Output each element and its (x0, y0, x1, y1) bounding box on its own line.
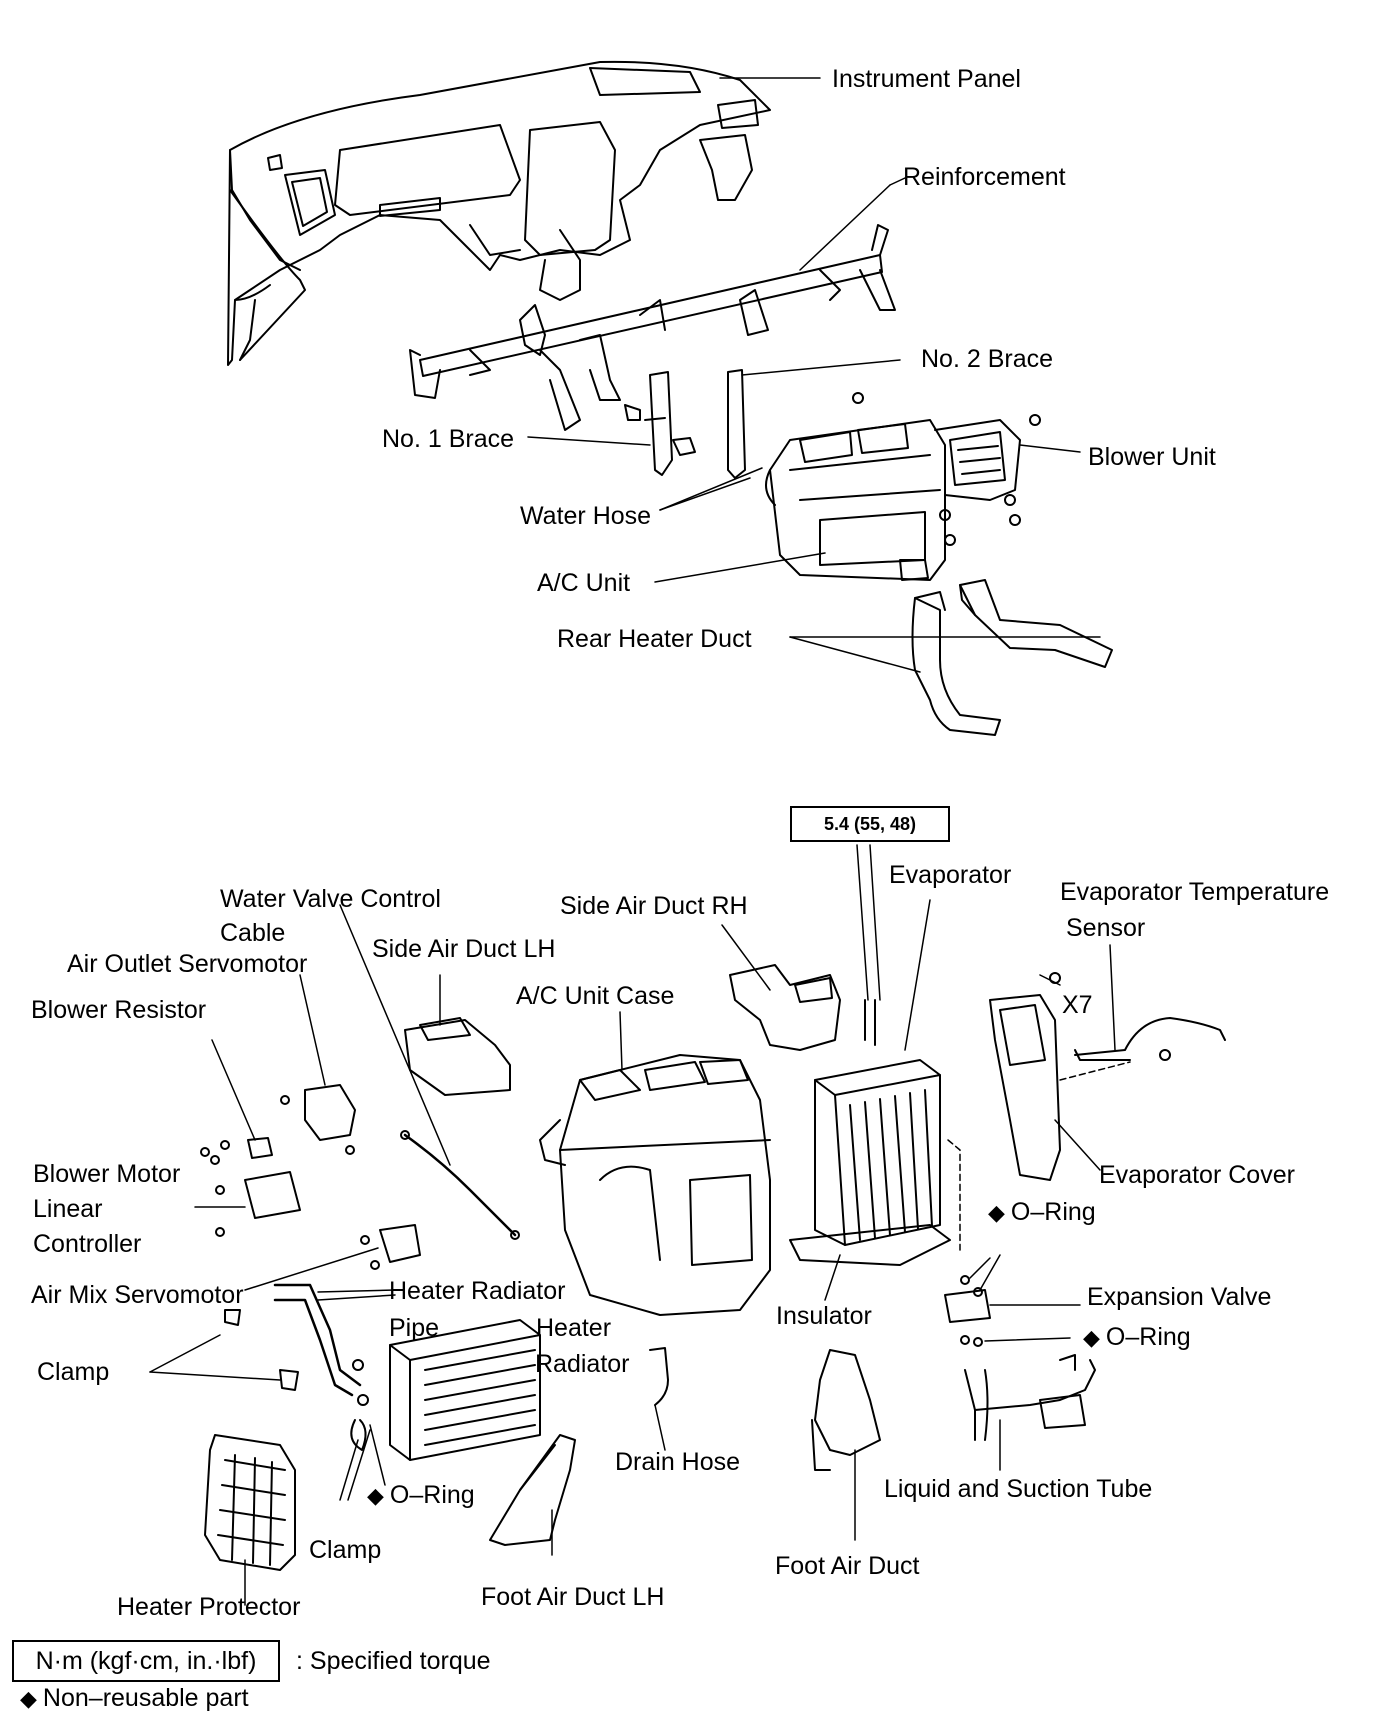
label-blower-motor-line3: Controller (33, 1230, 142, 1258)
label-insulator: Insulator (776, 1302, 872, 1330)
label-blower-motor-line1: Blower Motor (33, 1160, 181, 1188)
rear-heater-duct-drawing (789, 579, 1113, 736)
label-no1-brace: No. 1 Brace (382, 425, 515, 453)
nonreusable-diamond-icon: ◆ (367, 1483, 384, 1508)
label-drain-hose: Drain Hose (615, 1448, 741, 1476)
label-water-hose: Water Hose (520, 502, 652, 530)
brace-drawings (527, 359, 901, 479)
label-heater-radiator-pipe-line1: Heater Radiator (389, 1277, 566, 1305)
label-ac-unit: A/C Unit (537, 569, 631, 597)
label-foot-air-duct: Foot Air Duct (775, 1552, 920, 1580)
label-evap-temp-sensor-line2: Sensor (1066, 914, 1146, 942)
label-water-valve-cable-line1: Water Valve Control (220, 885, 441, 913)
label-blower-motor-line2: Linear (33, 1195, 103, 1223)
label-blower-unit: Blower Unit (1088, 443, 1216, 471)
torque-spec-box: 5.4 (55, 48) (790, 806, 950, 842)
label-air-mix-servomotor: Air Mix Servomotor (31, 1281, 244, 1309)
label-ac-unit-case: A/C Unit Case (516, 982, 675, 1010)
reinforcement-drawing (409, 177, 906, 431)
nonreusable-diamond-icon: ◆ (988, 1200, 1005, 1225)
label-side-air-duct-lh: Side Air Duct LH (372, 935, 556, 963)
label-side-air-duct-rh: Side Air Duct RH (560, 892, 748, 920)
label-heater-radiator-line2: Radiator (535, 1350, 630, 1378)
instrument-panel-drawing (227, 60, 821, 366)
label-o-ring-3: ◆O–Ring (367, 1480, 475, 1511)
label-heater-protector: Heater Protector (117, 1593, 301, 1621)
label-heater-radiator-pipe-line2: Pipe (389, 1314, 440, 1342)
label-x7: X7 (1062, 991, 1093, 1019)
legend-nonreusable: ◆Non–reusable part (20, 1683, 249, 1714)
label-liquid-suction-tube: Liquid and Suction Tube (884, 1475, 1153, 1503)
label-reinforcement: Reinforcement (903, 163, 1066, 191)
label-blower-resistor: Blower Resistor (31, 996, 207, 1024)
lower-parts-drawing (149, 844, 1226, 1606)
label-evap-temp-sensor-line1: Evaporator Temperature (1060, 878, 1330, 906)
label-evaporator-cover: Evaporator Cover (1099, 1161, 1295, 1189)
label-instrument-panel: Instrument Panel (832, 65, 1021, 93)
label-no2-brace: No. 2 Brace (921, 345, 1054, 373)
label-foot-air-duct-lh: Foot Air Duct LH (481, 1583, 665, 1611)
legend-nonreusable-text: Non–reusable part (42, 1684, 249, 1712)
label-water-valve-cable-line2: Cable (220, 919, 286, 947)
label-air-outlet-servomotor: Air Outlet Servomotor (67, 950, 308, 978)
o-ring-text: O–Ring (389, 1481, 475, 1509)
nonreusable-diamond-icon: ◆ (20, 1686, 37, 1711)
o-ring-text: O–Ring (1105, 1323, 1191, 1351)
o-ring-text: O–Ring (1010, 1198, 1096, 1226)
label-expansion-valve: Expansion Valve (1087, 1283, 1272, 1311)
ac-unit-assembly-drawing (654, 392, 1081, 583)
legend-torque-unit-box: N·m (kgf·cm, in.·lbf) (12, 1640, 280, 1682)
label-evaporator: Evaporator (889, 861, 1012, 889)
label-rear-heater-duct: Rear Heater Duct (557, 625, 752, 653)
label-clamp-2: Clamp (309, 1536, 382, 1564)
legend-torque-desc: : Specified torque (296, 1647, 491, 1675)
label-heater-radiator-line1: Heater (536, 1314, 612, 1342)
label-clamp-1: Clamp (37, 1358, 110, 1386)
label-o-ring-2: ◆O–Ring (1083, 1322, 1191, 1353)
nonreusable-diamond-icon: ◆ (1083, 1325, 1100, 1350)
label-o-ring-1: ◆O–Ring (988, 1197, 1096, 1228)
